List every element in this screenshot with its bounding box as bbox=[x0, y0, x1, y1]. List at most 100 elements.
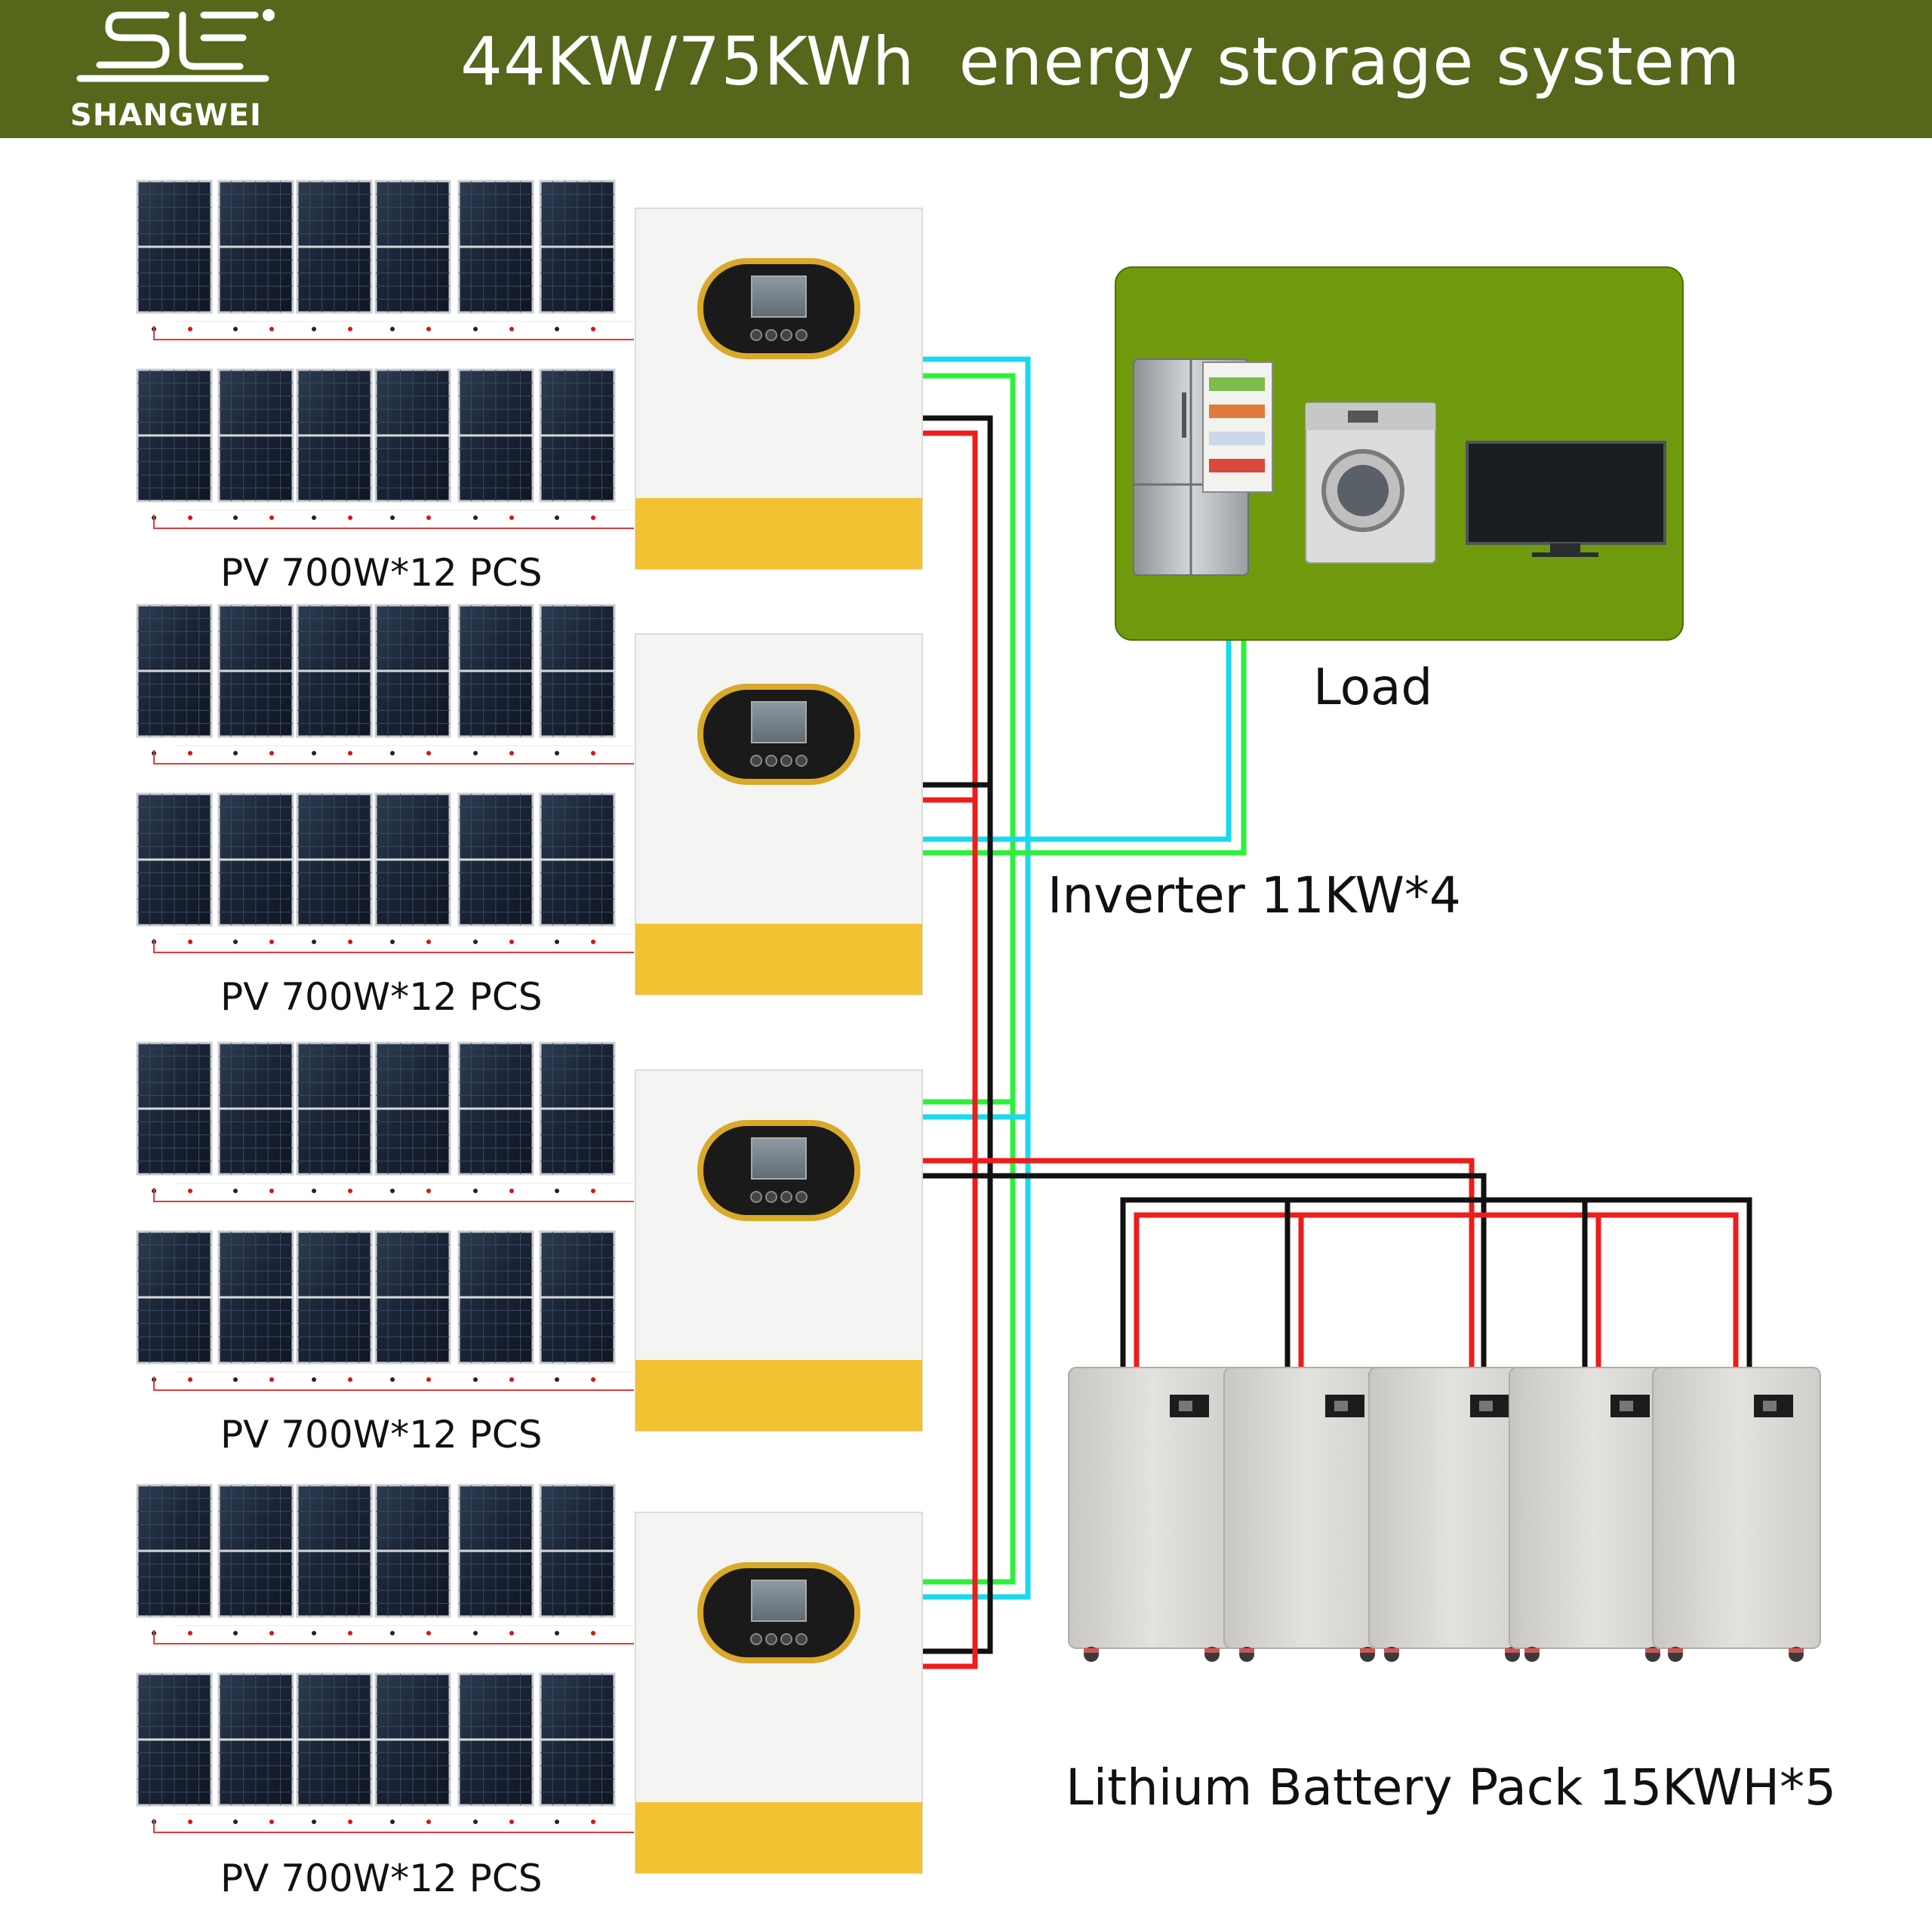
solar-panel-icon bbox=[457, 1230, 534, 1382]
solar-panel-icon bbox=[217, 368, 294, 520]
battery-bus-positive bbox=[1134, 1212, 1739, 1367]
inverter-button-icon bbox=[780, 1633, 792, 1645]
pv-array-2-label: PV 700W*12 PCS bbox=[220, 975, 543, 1019]
battery-label: Lithium Battery Pack 15KWH*5 bbox=[1066, 1758, 1837, 1817]
page-title: 44KW/75KWh energy storage system bbox=[460, 23, 1741, 100]
solar-panel-icon bbox=[296, 792, 373, 944]
pv-row-3 bbox=[136, 604, 634, 764]
television-icon bbox=[1466, 441, 1666, 557]
solar-panel-icon bbox=[136, 604, 213, 755]
lcd-screen bbox=[751, 1580, 807, 1622]
solar-panel-icon bbox=[374, 1230, 451, 1382]
pv-array-3-label: PV 700W*12 PCS bbox=[220, 1413, 543, 1457]
solar-panel-icon bbox=[539, 1041, 616, 1193]
solar-panel-icon bbox=[136, 1484, 213, 1635]
battery-pack-4 bbox=[1509, 1367, 1678, 1662]
pv-row-5 bbox=[136, 1041, 634, 1202]
logo-text: SHANGWEI bbox=[70, 98, 262, 133]
solar-panel-icon bbox=[217, 792, 294, 944]
solar-panel-icon bbox=[539, 604, 616, 755]
solar-panel-icon bbox=[136, 1041, 213, 1193]
solar-panel-icon bbox=[296, 1672, 373, 1824]
inverter-1 bbox=[635, 208, 923, 570]
inverter-button-icon bbox=[750, 755, 762, 767]
solar-panel-icon bbox=[136, 180, 213, 331]
pv-arrays bbox=[136, 180, 634, 1833]
inverter-button-icon bbox=[795, 1633, 808, 1645]
lcd-screen bbox=[751, 275, 807, 318]
inverter-label: Inverter 11KW*4 bbox=[1048, 866, 1461, 924]
inverter-button-icon bbox=[765, 1191, 777, 1203]
solar-panel-icon bbox=[539, 1484, 616, 1635]
inverter-button-icon bbox=[750, 1633, 762, 1645]
sj-logo-icon bbox=[76, 9, 275, 82]
inverter-2 bbox=[635, 633, 923, 995]
solar-panel-icon bbox=[296, 604, 373, 755]
inverter-button-icon bbox=[795, 329, 808, 341]
batteries bbox=[1068, 1367, 1821, 1662]
solar-panel-icon bbox=[374, 180, 451, 331]
inverter-button-icon bbox=[765, 1633, 777, 1645]
pv-array-1-label: PV 700W*12 PCS bbox=[220, 551, 543, 595]
inverter-button-icon bbox=[765, 755, 777, 767]
inverter-button-icon bbox=[780, 1191, 792, 1203]
solar-panel-icon bbox=[374, 1672, 451, 1824]
solar-panel-icon bbox=[296, 1484, 373, 1635]
solar-panel-icon bbox=[457, 368, 534, 520]
solar-panel-icon bbox=[539, 180, 616, 331]
solar-panel-icon bbox=[539, 1672, 616, 1824]
solar-panel-icon bbox=[539, 1230, 616, 1382]
dc-link-neg-battery bbox=[922, 1173, 1487, 1367]
inverter-button-icon bbox=[750, 1191, 762, 1203]
solar-panel-icon bbox=[457, 1672, 534, 1824]
solar-panel-icon bbox=[296, 1230, 373, 1382]
pv-row-6 bbox=[136, 1230, 634, 1391]
solar-panel-icon bbox=[136, 1672, 213, 1824]
pv-row-8 bbox=[136, 1672, 634, 1833]
solar-panel-icon bbox=[539, 792, 616, 944]
solar-panel-icon bbox=[457, 792, 534, 944]
ac-link-green-load bbox=[922, 638, 1247, 856]
pv-array-4-label: PV 700W*12 PCS bbox=[220, 1857, 543, 1900]
solar-panel-icon bbox=[217, 1041, 294, 1193]
pv-row-7 bbox=[136, 1484, 634, 1644]
battery-pack-3 bbox=[1368, 1367, 1537, 1662]
refrigerator-icon bbox=[1133, 358, 1273, 576]
inverter-button-icon bbox=[795, 1191, 808, 1203]
inverter-button-icon bbox=[765, 329, 777, 341]
washing-machine-icon bbox=[1305, 402, 1436, 564]
solar-panel-icon bbox=[217, 1230, 294, 1382]
company-logo: SHANGWEI bbox=[53, 6, 294, 134]
battery-pack-2 bbox=[1223, 1367, 1392, 1662]
lcd-screen bbox=[751, 701, 807, 743]
wiring bbox=[922, 356, 1752, 1669]
solar-panel-icon bbox=[136, 1230, 213, 1382]
solar-panel-icon bbox=[136, 368, 213, 520]
solar-panel-icon bbox=[296, 180, 373, 331]
solar-panel-icon bbox=[374, 1041, 451, 1193]
pv-row-4 bbox=[136, 792, 634, 953]
header-banner: SHANGWEI 44KW/75KWh energy storage syste… bbox=[0, 0, 1932, 138]
pv-row-1 bbox=[136, 180, 634, 340]
battery-pack-5 bbox=[1652, 1367, 1821, 1662]
inverter-button-icon bbox=[750, 329, 762, 341]
dc-link-pos-battery bbox=[922, 1158, 1475, 1367]
load-label: Load bbox=[1313, 658, 1433, 716]
solar-panel-icon bbox=[457, 1484, 534, 1635]
inverters bbox=[635, 208, 923, 1874]
ac-link-cyan-load bbox=[922, 638, 1232, 842]
solar-panel-icon bbox=[217, 1484, 294, 1635]
solar-panel-icon bbox=[374, 368, 451, 520]
inverter-4 bbox=[635, 1512, 923, 1874]
solar-panel-icon bbox=[374, 1484, 451, 1635]
solar-panel-icon bbox=[457, 1041, 534, 1193]
dc-bus-positive bbox=[922, 430, 978, 1669]
solar-panel-icon bbox=[374, 604, 451, 755]
pv-row-2 bbox=[136, 368, 634, 529]
inverter-button-icon bbox=[780, 329, 792, 341]
solar-panel-icon bbox=[374, 792, 451, 944]
solar-panel-icon bbox=[217, 180, 294, 331]
dc-bus-negative bbox=[922, 415, 993, 1654]
load-box bbox=[1115, 266, 1684, 641]
solar-panel-icon bbox=[539, 368, 616, 520]
